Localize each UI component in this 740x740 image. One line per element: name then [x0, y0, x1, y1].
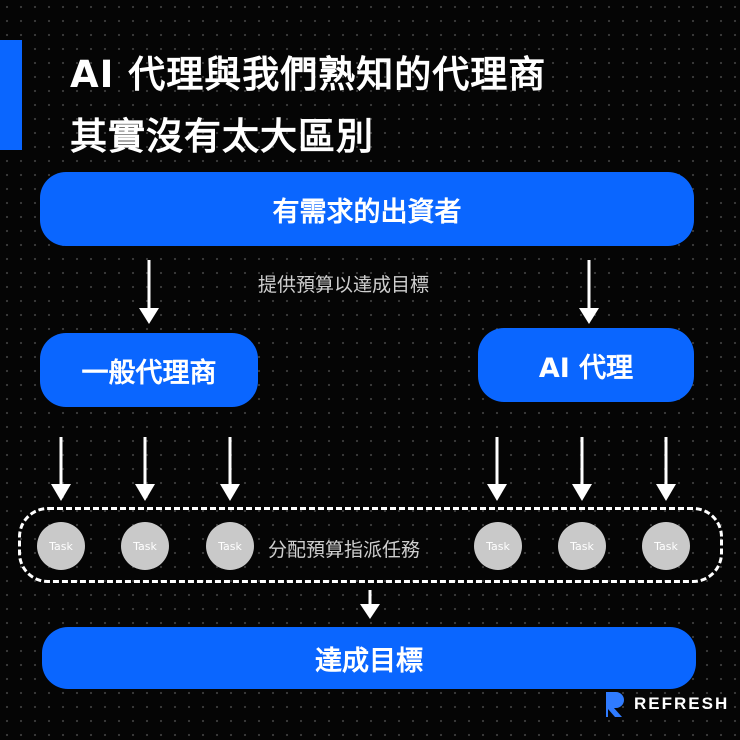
arrow-funder-to-ai [579, 260, 599, 324]
arrow-ai-to-task-5 [572, 437, 592, 501]
arrow-general-to-task-3 [220, 437, 240, 501]
page-title-line2: 其實沒有太大區別 [70, 115, 374, 158]
task-node: Task [121, 522, 169, 570]
assign-tasks-note: 分配預算指派任務 [268, 539, 421, 561]
task-node: Task [206, 522, 254, 570]
brand-name: REFRESH [634, 694, 730, 713]
arrow-general-to-task-1 [51, 437, 71, 501]
general-agency-node: 一般代理商 [40, 333, 258, 407]
funder-node: 有需求的出資者 [40, 172, 694, 246]
refresh-logo-icon [606, 692, 624, 717]
arrow-ai-to-task-4 [487, 437, 507, 501]
brand-logo-group: REFRESH [604, 690, 729, 718]
task-node: Task [558, 522, 606, 570]
goal-node: 達成目標 [42, 627, 696, 689]
arrow-tasks-to-goal [360, 590, 380, 619]
title-accent-bar [0, 40, 22, 150]
task-group-box [18, 507, 723, 583]
provide-budget-note: 提供預算以達成目標 [258, 274, 430, 296]
task-node: Task [642, 522, 690, 570]
task-node: Task [474, 522, 522, 570]
page-title-line1: AI 代理與我們熟知的代理商 [70, 53, 547, 96]
arrow-general-to-task-2 [135, 437, 155, 501]
task-node: Task [37, 522, 85, 570]
arrow-ai-to-task-6 [656, 437, 676, 501]
arrow-funder-to-general [139, 260, 159, 324]
ai-agent-node: AI 代理 [478, 328, 694, 402]
